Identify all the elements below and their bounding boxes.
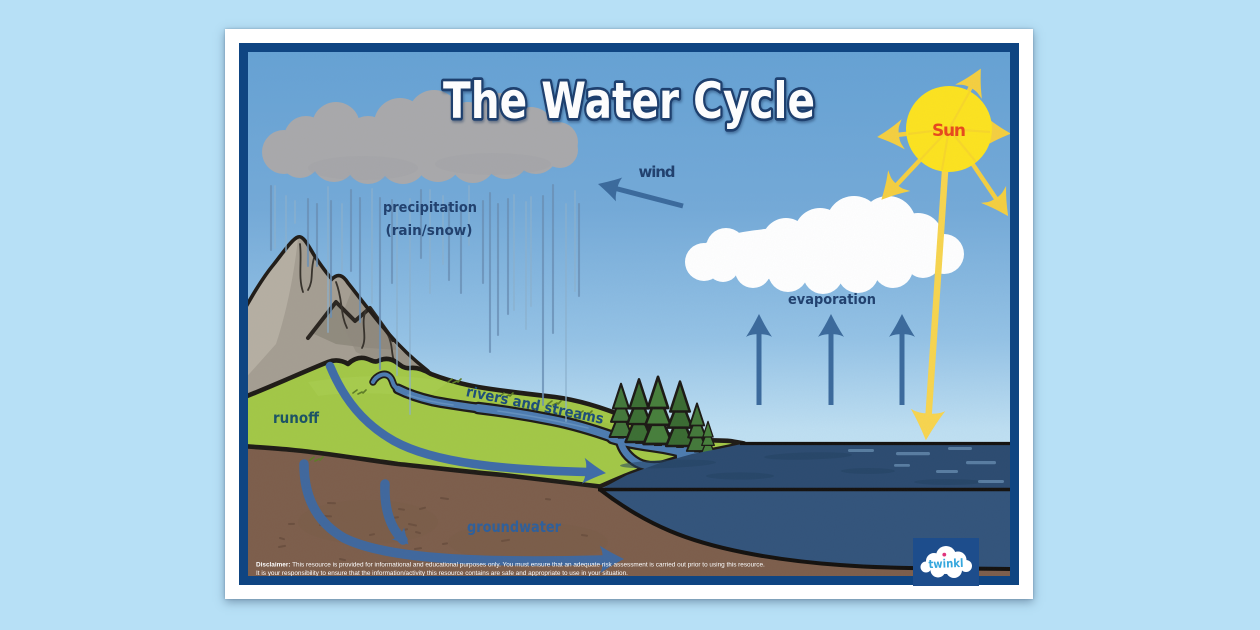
paper-grain-texture — [248, 52, 1010, 576]
twinkl-logo: twinkl — [913, 538, 979, 586]
twinkl-logo-cloud — [920, 546, 972, 578]
twinkl-logo-dot — [942, 552, 947, 557]
poster-card: The Water Cycle — [225, 29, 1033, 599]
poster-frame-border: The Water Cycle — [239, 43, 1019, 585]
twinkl-logo-text: twinkl — [928, 556, 963, 571]
water-cycle-diagram: The Water Cycle — [248, 52, 1010, 576]
